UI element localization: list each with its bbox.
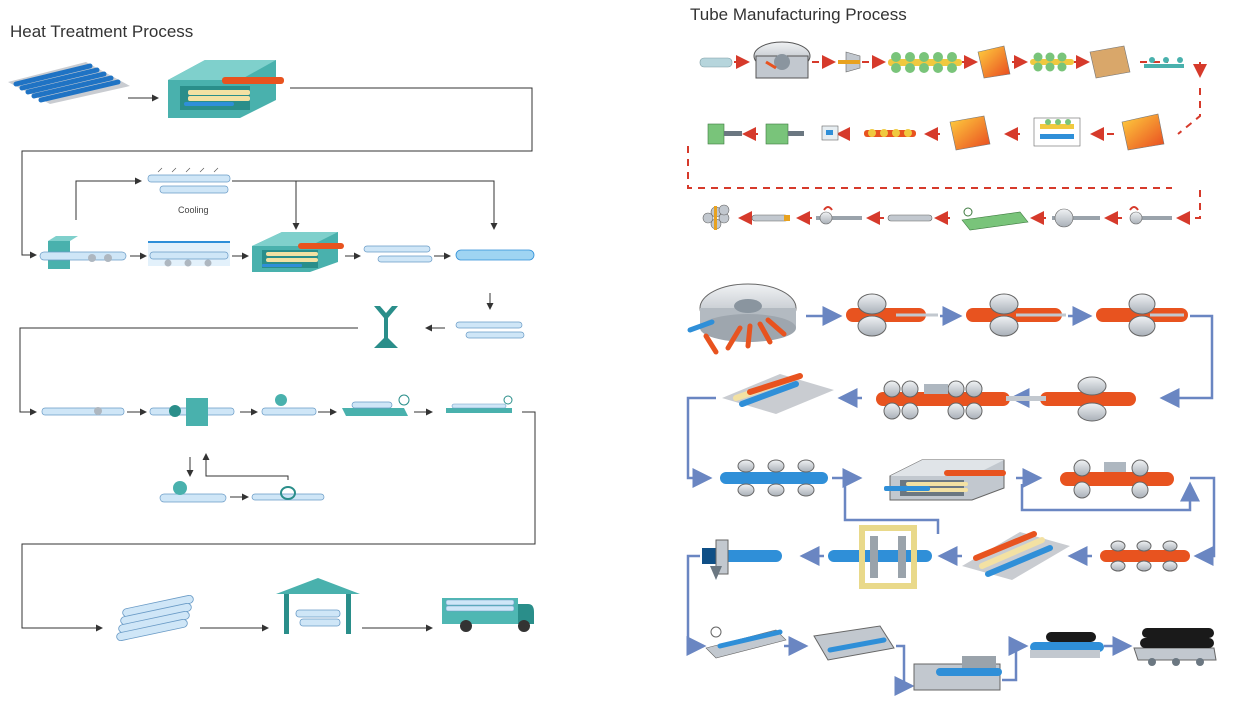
heating-plate-icon bbox=[977, 45, 1011, 79]
press-machine-icon bbox=[39, 236, 127, 269]
tube-bundle-icon bbox=[116, 594, 194, 642]
pipe-bundle-icon bbox=[702, 204, 730, 230]
threading-unit-icon bbox=[1129, 206, 1172, 225]
reeling-mill-icon bbox=[1006, 376, 1136, 422]
monitor-box-icon bbox=[821, 125, 839, 141]
straightener-yellow-frame-icon bbox=[828, 525, 932, 589]
rolling-mill-small-icon bbox=[888, 52, 962, 73]
clamp-inspection-icon bbox=[159, 481, 227, 503]
cutting-table-icon bbox=[813, 625, 895, 661]
tube-chain-icon bbox=[455, 249, 535, 261]
red-flow-arrows bbox=[687, 55, 1207, 225]
blue-tube-stack bbox=[8, 62, 130, 104]
clamp-tube-icon bbox=[261, 394, 317, 416]
rotary-furnace-small-icon bbox=[753, 41, 811, 79]
heat-treatment-diagram: Cooling bbox=[8, 60, 536, 642]
gauge-rod-icon bbox=[887, 214, 933, 222]
rotary-hearth-furnace-icon bbox=[687, 283, 797, 355]
ultrasonic-tester-icon bbox=[149, 398, 235, 426]
turning-unit-icon bbox=[765, 123, 804, 145]
hydro-tester-icon bbox=[342, 394, 410, 416]
heat-treatment-title: Heat Treatment Process bbox=[10, 22, 194, 41]
sizing-mill-small-icon bbox=[1030, 52, 1074, 72]
inspection-bench-icon bbox=[961, 207, 1029, 231]
descaler-icon bbox=[1100, 540, 1190, 572]
marking-unit-icon bbox=[816, 206, 862, 225]
straightener-small-icon bbox=[1144, 57, 1184, 68]
heat-plate-2-icon bbox=[949, 115, 991, 151]
finished-pipe-icon bbox=[751, 214, 790, 222]
tube-rack-icon bbox=[455, 321, 525, 339]
sizing-mill-icon bbox=[1060, 459, 1174, 499]
stretch-reducer-icon bbox=[720, 459, 828, 497]
heat-connectors bbox=[19, 87, 536, 632]
pipe-rack-colored-icon bbox=[722, 373, 834, 414]
ndt-bench-icon bbox=[705, 626, 787, 659]
elongator-mill-icon bbox=[876, 380, 1010, 420]
black-pipe-stack-icon bbox=[1133, 628, 1217, 666]
billet-icon bbox=[699, 57, 733, 68]
coupling-unit-icon bbox=[1052, 208, 1100, 228]
ring-inspection-icon bbox=[251, 486, 325, 501]
warehouse-icon bbox=[276, 578, 360, 634]
tube-manufacturing-diagram bbox=[686, 41, 1217, 696]
test-bench-icon bbox=[446, 395, 513, 413]
quench-tank-icon bbox=[148, 241, 230, 267]
tube-manufacturing-title: Tube Manufacturing Process bbox=[690, 5, 907, 24]
inspection-tube-icon bbox=[41, 407, 125, 416]
cooling-bed-rack-icon bbox=[962, 531, 1070, 580]
hydrotester-frame-icon bbox=[702, 539, 782, 580]
tube-rollers-icon bbox=[363, 245, 433, 263]
piercing-mill-3-icon bbox=[1096, 293, 1188, 337]
chuck-unit-icon bbox=[707, 123, 742, 145]
coating-unit-icon bbox=[1030, 632, 1104, 658]
tempering-furnace-icon bbox=[252, 232, 344, 272]
truck-icon bbox=[442, 598, 534, 632]
heat-treat-plate-icon bbox=[1121, 113, 1165, 151]
cooling-label: Cooling bbox=[178, 205, 209, 215]
piercer-small-icon bbox=[838, 51, 861, 73]
cooling-tubes: Cooling bbox=[147, 167, 231, 215]
piercing-mill-1-icon bbox=[846, 293, 938, 337]
cooling-bed-small-icon bbox=[1089, 45, 1131, 79]
cold-roll-icon bbox=[864, 129, 916, 137]
piercing-mill-2-icon bbox=[966, 293, 1066, 337]
finishing-machine-icon bbox=[913, 656, 1002, 691]
coil-unit-icon bbox=[1033, 117, 1081, 147]
reheating-furnace-icon bbox=[884, 459, 1006, 501]
blue-flow-arrows bbox=[686, 306, 1216, 696]
furnace-icon bbox=[168, 60, 284, 118]
cutter-icon bbox=[374, 306, 398, 348]
